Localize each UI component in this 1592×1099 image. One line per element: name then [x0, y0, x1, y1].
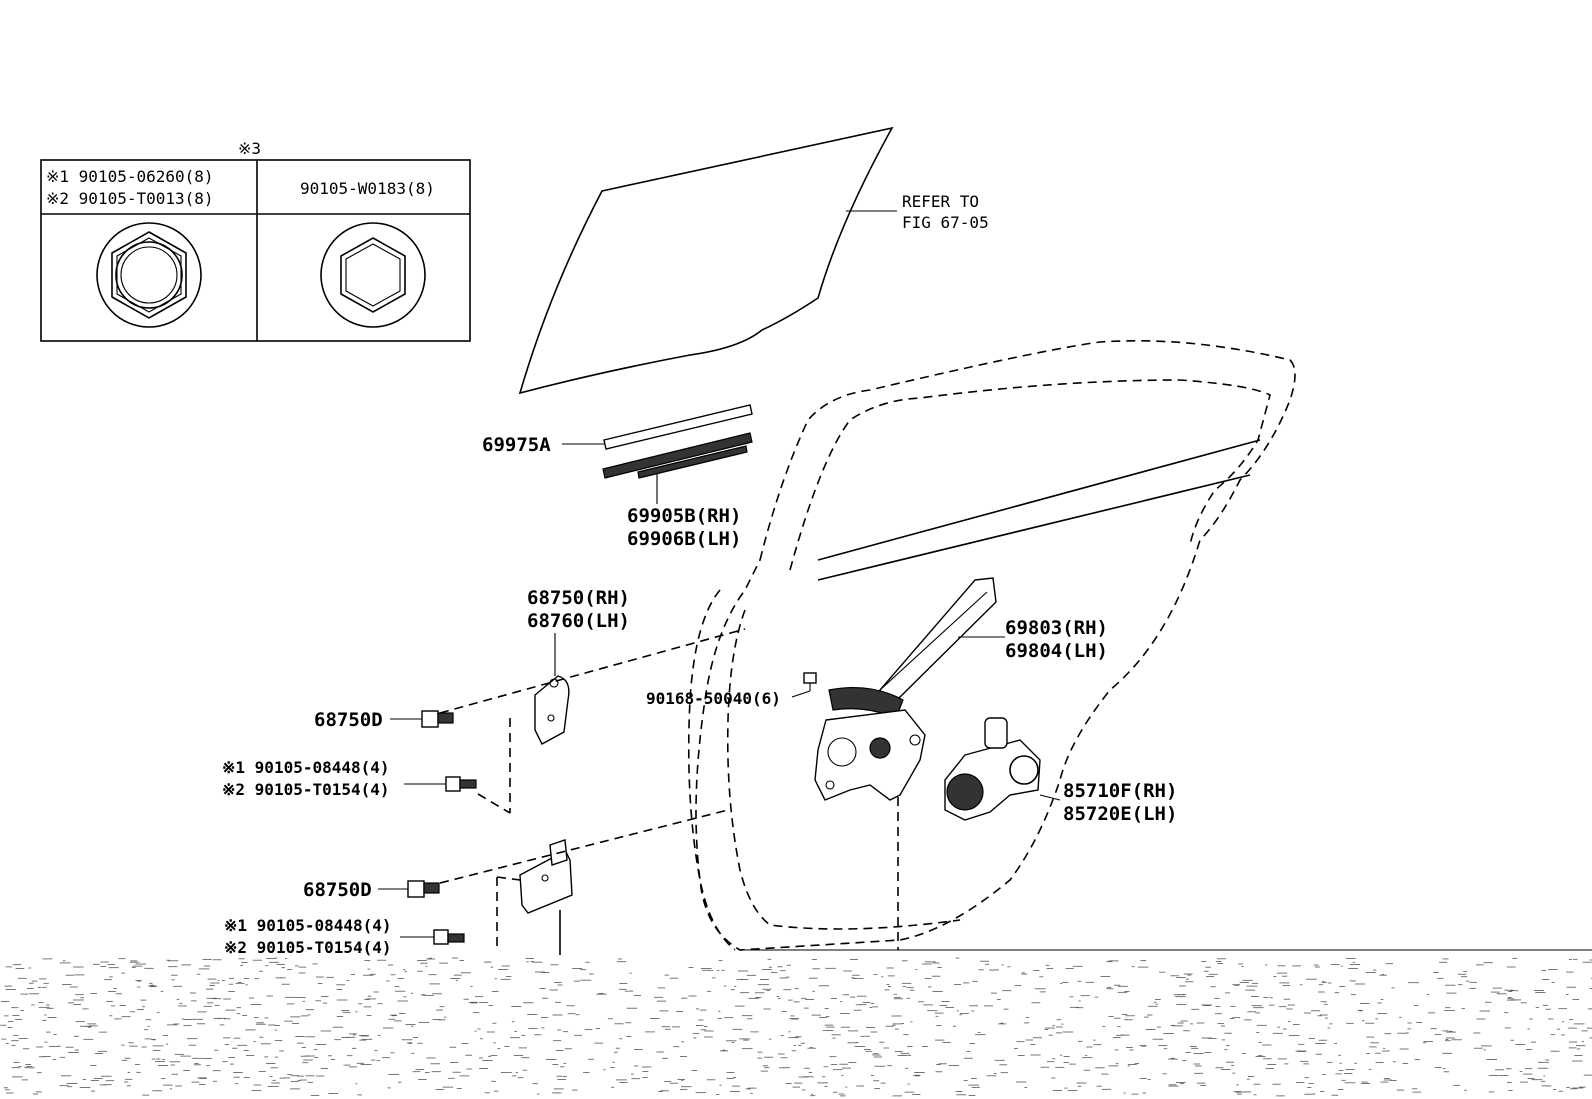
regulator-motor: 85710F(RH) 85720E(LH): [944, 717, 1177, 825]
upper-small-bolt: ※1 90105-08448(4) ※2 90105-T0154(4): [222, 758, 477, 799]
part-label-68750d-lower: 68750D: [303, 879, 372, 901]
regulator-fastener: 90168-50040(6): [646, 672, 817, 708]
lower-hinge-bolt: 68750D: [303, 879, 440, 901]
hex-nut-icon: [320, 222, 426, 328]
legend-left-line-1: ※1 90105-06260(8): [46, 167, 214, 186]
lower-bolt-label-1: ※1 90105-08448(4): [224, 916, 392, 935]
part-label-85710f-rh: 85710F(RH): [1063, 780, 1177, 802]
part-label-69905b-rh: 69905B(RH): [627, 505, 741, 527]
part-label-68750d-upper: 68750D: [314, 709, 383, 731]
lower-bolt-label-2: ※2 90105-T0154(4): [224, 938, 392, 957]
part-label-69906b-lh: 69906B(LH): [627, 528, 741, 550]
glass-note-line-1: REFER TO: [902, 192, 979, 211]
upper-hinge-bolt: 68750D: [314, 709, 454, 731]
part-label-85720e-lh: 85720E(LH): [1063, 803, 1177, 825]
part-label-90168-50040: 90168-50040(6): [646, 689, 781, 708]
fastener-legend-table: ※3 ※1 90105-06260(8) ※2 90105-T0013(8) 9…: [40, 139, 471, 342]
part-label-68760-lh: 68760(LH): [527, 610, 630, 632]
part-label-69803-rh: 69803(RH): [1005, 617, 1108, 639]
scan-noise-band: [0, 957, 1592, 1097]
flange-nut-icon: [96, 222, 202, 328]
glass-run-channels: 69975A 69905B(RH) 69906B(LH): [482, 404, 753, 550]
legend-header-mark: ※3: [238, 139, 261, 158]
window-regulator: 69803(RH) 69804(LH): [814, 577, 1108, 950]
door-outline: [687, 340, 1592, 951]
lower-small-bolt: ※1 90105-08448(4) ※2 90105-T0154(4): [224, 916, 465, 957]
upper-bolt-label-2: ※2 90105-T0154(4): [222, 780, 390, 799]
legend-left-line-2: ※2 90105-T0013(8): [46, 189, 214, 208]
door-glass: REFER TO FIG 67-05: [518, 126, 989, 395]
glass-note-line-2: FIG 67-05: [902, 213, 989, 232]
part-label-69975a: 69975A: [482, 434, 551, 456]
lower-hinge-bracket: [439, 809, 729, 955]
part-label-68750-rh: 68750(RH): [527, 587, 630, 609]
part-label-69804-lh: 69804(LH): [1005, 640, 1108, 662]
upper-hinge-bracket: 68750(RH) 68760(LH): [439, 587, 746, 814]
upper-bolt-label-1: ※1 90105-08448(4): [222, 758, 390, 777]
legend-right-line: 90105-W0183(8): [300, 179, 435, 198]
